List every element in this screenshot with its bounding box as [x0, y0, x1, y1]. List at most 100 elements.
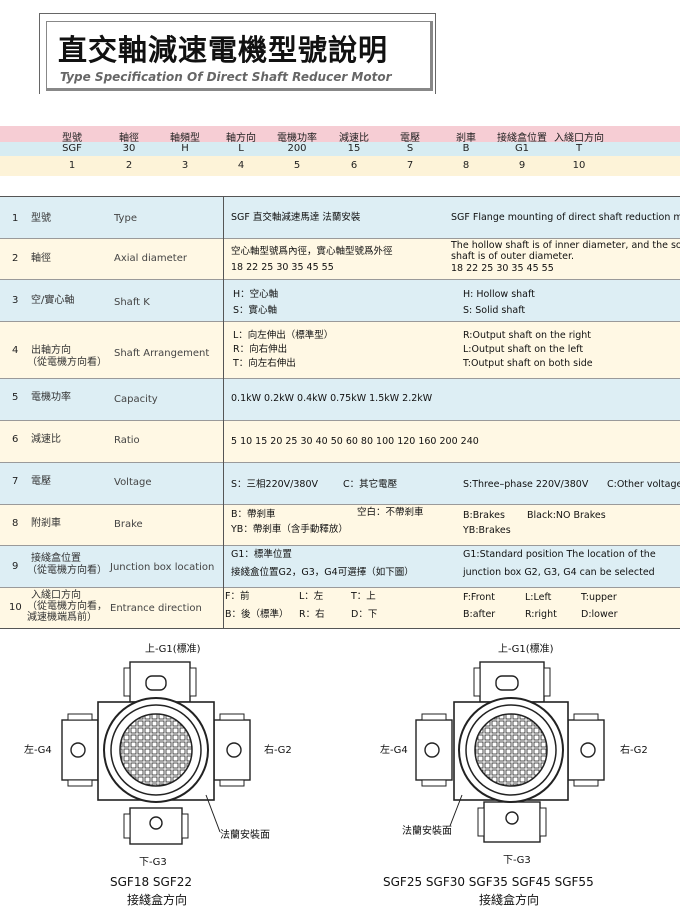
row-label-zh-note: （從電機方向看）	[27, 357, 107, 368]
code-value: 200	[287, 143, 307, 154]
row-label-en: Brake	[114, 519, 143, 530]
row-desc-en: H: Hollow shaft	[463, 289, 535, 300]
row-desc-zh: YB：帶剎車（含手動釋放）	[231, 524, 348, 535]
code-value: B	[462, 143, 470, 154]
row-desc-en: G1:Standard position The location of the	[463, 549, 656, 560]
row-desc-en: The hollow shaft is of inner diameter, a…	[451, 240, 680, 251]
code-header: 型號	[62, 133, 82, 144]
row-label-zh: 減速比	[31, 434, 61, 445]
label-bottom-g3: 下-G3	[139, 857, 167, 868]
code-header: 電機功率	[277, 133, 317, 144]
code-value-band: SGF 30 H L 200 15 S B G1 T	[0, 142, 680, 156]
label-right-g2: 右-G2	[620, 745, 648, 756]
row-desc-en: C:Other voltage	[607, 479, 680, 490]
code-value: S	[406, 143, 414, 154]
row-label-en: Voltage	[114, 477, 152, 488]
code-value: G1	[514, 143, 530, 154]
row-desc-zh: 18 22 25 30 35 45 55	[231, 262, 334, 273]
code-header: 接綫盒位置	[497, 133, 547, 144]
code-header-band: 型號 軸徑 軸頻型 軸方向 電機功率 減速比 電壓 剎車 接綫盒位置 入綫口方向	[0, 126, 680, 144]
row-desc: 5 10 15 20 25 30 40 50 60 80 100 120 160…	[231, 436, 479, 447]
row-label-zh: 附剎車	[31, 518, 61, 529]
row-desc-en: L:Output shaft on the left	[463, 344, 584, 355]
row-desc-en: L:Left	[525, 592, 552, 603]
row-desc-zh: H：空心軸	[233, 289, 279, 300]
row-label-en: Axial diameter	[114, 253, 187, 264]
row-desc-zh: R：右	[299, 609, 325, 620]
code-value: SGF	[62, 143, 82, 154]
row-desc-zh: SGF 直交軸減速馬達 法蘭安裝	[231, 212, 361, 223]
label-top-g1: 上-G1(標准)	[498, 644, 554, 655]
code-value: T	[575, 143, 583, 154]
row-label-en: Entrance direction	[110, 603, 202, 614]
table-row: 3 空/實心軸 Shaft K H：空心軸 S：實心軸 H: Hollow sh…	[0, 280, 680, 322]
row-label-zh: 電壓	[31, 476, 51, 487]
code-index: 7	[406, 160, 414, 171]
row-label-en: Capacity	[114, 394, 158, 405]
code-header: 軸頻型	[170, 133, 200, 144]
motor-diagram-left	[61, 661, 251, 845]
row-desc-en: B:Brakes	[463, 510, 505, 521]
row-desc-zh: T：上	[351, 591, 376, 602]
code-header: 軸徑	[119, 133, 139, 144]
row-desc-zh: G1：標準位置	[231, 549, 292, 560]
title-frame-outer	[39, 13, 436, 94]
row-desc-zh: C：其它電壓	[343, 479, 398, 490]
row-label-zh: 軸徑	[31, 253, 51, 264]
table-row: 4 出軸方向 （從電機方向看） Shaft Arrangement L：向左伸出…	[0, 322, 680, 379]
row-label-zh: 電機功率	[31, 392, 71, 403]
row-desc-zh: F：前	[225, 591, 250, 602]
diagram-caption-left: 接綫盒方向	[127, 893, 188, 907]
code-value: 30	[122, 143, 136, 154]
row-number: 6	[12, 434, 19, 445]
row-label-zh: 出軸方向	[31, 345, 71, 356]
row-label-en: Type	[114, 213, 137, 224]
label-flange: 法蘭安裝面	[220, 830, 270, 841]
label-left-g4: 左-G4	[24, 745, 52, 756]
code-index: 8	[462, 160, 470, 171]
code-value: H	[181, 143, 189, 154]
code-index-band: 1 2 3 4 5 6 7 8 9 10	[0, 156, 680, 176]
row-desc-zh: D：下	[351, 609, 378, 620]
diagram-caption-right: 接綫盒方向	[479, 893, 540, 907]
code-header: 剎車	[456, 133, 476, 144]
row-number: 8	[12, 518, 19, 529]
row-label-zh-note: （從電機方向看）	[27, 565, 107, 576]
table-row: 10 入綫口方向 （從電機方向看， 減速機端爲前） Entrance direc…	[0, 588, 680, 629]
label-bottom-g3: 下-G3	[503, 855, 531, 866]
row-desc-zh: T：向左右伸出	[233, 358, 296, 369]
code-header: 軸方向	[226, 133, 256, 144]
code-index: 5	[293, 160, 301, 171]
row-desc-zh: B：帶剎車	[231, 509, 276, 520]
code-header: 減速比	[339, 133, 369, 144]
row-desc-en: SGF Flange mounting of direct shaft redu…	[451, 212, 680, 223]
row-label-en: Junction box location	[110, 562, 215, 573]
row-desc-zh: L：左	[299, 591, 324, 602]
row-desc-en: R:Output shaft on the right	[463, 330, 592, 341]
row-number: 3	[12, 295, 19, 306]
row-desc-en: shaft is of outer diameter.	[451, 251, 575, 262]
label-top-g1: 上-G1(標准)	[145, 644, 201, 655]
row-desc-en: 18 22 25 30 35 45 55	[451, 263, 554, 274]
title-frame-inner	[46, 21, 433, 91]
row-desc-en: T:Output shaft on both side	[463, 358, 593, 369]
row-desc-en: D:lower	[581, 609, 618, 620]
row-desc-zh: 接綫盒位置G2，G3，G4可選擇（如下圖）	[231, 567, 414, 578]
table-row: 6 減速比 Ratio 5 10 15 20 25 30 40 50 60 80…	[0, 421, 680, 463]
row-desc-zh: 空白：不帶剎車	[357, 507, 424, 518]
code-value: L	[238, 143, 244, 154]
row-number: 9	[12, 561, 19, 572]
row-desc-en: S: Solid shaft	[463, 305, 526, 316]
row-label-zh-note: 減速機端爲前）	[27, 612, 97, 623]
row-desc-zh: S：三相220V/380V	[231, 479, 318, 490]
code-index: 1	[68, 160, 76, 171]
code-index: 4	[237, 160, 245, 171]
row-label-en: Shaft Arrangement	[114, 348, 210, 359]
label-left-g4: 左-G4	[380, 745, 408, 756]
row-label-zh: 型號	[31, 213, 51, 224]
row-desc-en: R:right	[525, 609, 557, 620]
row-desc-zh: R：向右伸出	[233, 344, 288, 355]
code-value: 15	[347, 143, 361, 154]
row-number: 2	[12, 253, 19, 264]
code-index: 6	[350, 160, 358, 171]
